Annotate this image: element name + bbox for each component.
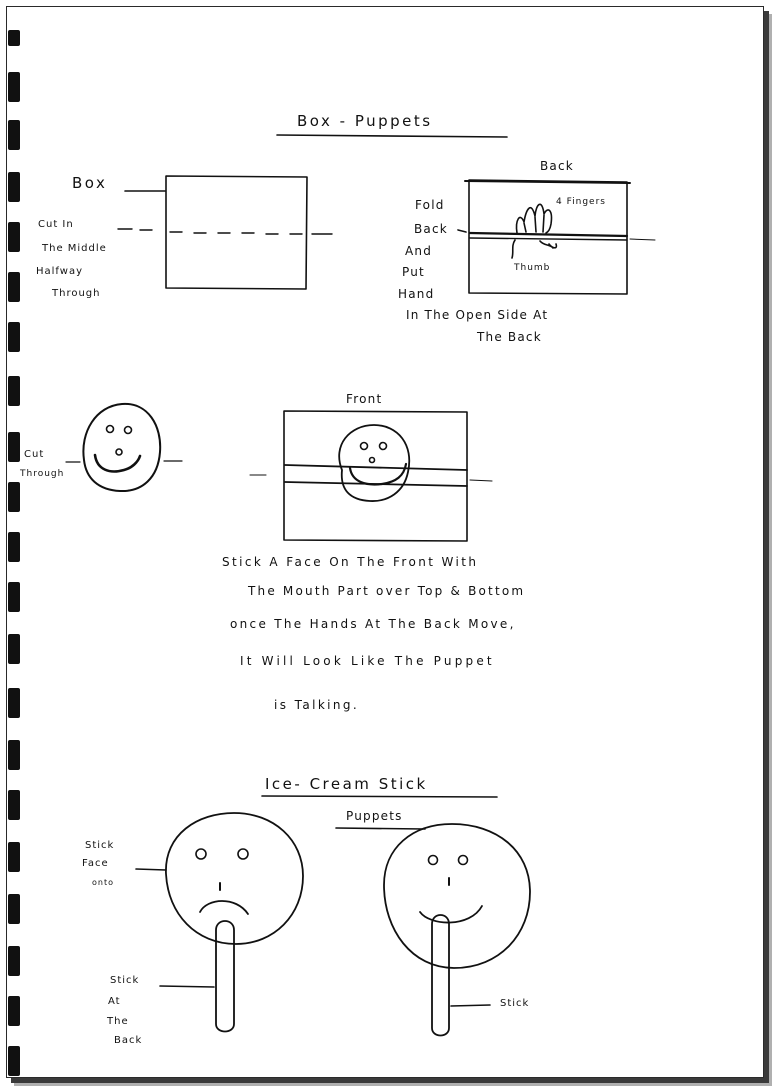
cut-text-line: Through [52,288,101,299]
page-title: Box - Puppets [297,112,433,130]
open-side-text-line: The Back [477,330,542,344]
stick-face-text-line: onto [92,878,114,887]
stick-label: Stick [500,998,530,1009]
binding-hole [8,322,20,352]
cut-face-diagram [66,404,182,491]
sad-face-stick-puppet [136,813,303,1032]
binding-hole [8,376,20,406]
cut-text-line: The Middle [42,243,107,254]
front-label: Front [346,392,383,406]
binding-hole [8,634,20,664]
binding-hole [8,894,20,924]
fingers-label: 4 Fingers [556,197,606,207]
fingers-sketch [517,204,552,233]
stick-back-text-line: Stick [110,975,140,986]
cut-text-line: Cut In [38,219,74,230]
binding-hole [8,482,20,512]
back-label: Back [540,159,574,173]
binding-hole [8,432,20,462]
binding-hole [8,30,20,46]
fold-text-line: Hand [398,287,435,301]
binding-hole [8,172,20,202]
cut-text-line: Halfway [36,266,83,277]
title-underline [277,135,507,137]
stick-back-text-line: The [107,1016,129,1027]
binding-hole [8,946,20,976]
thumb-sketch [512,240,556,258]
ice-cream-title: Ice- Cream Stick [265,775,428,793]
binding-hole [8,272,20,302]
fold-text-line: Fold [415,198,445,212]
instruction-line: It Will Look Like The Puppet [240,654,495,668]
box-diagram [118,176,332,289]
stick-back-text-line: At [108,996,121,1007]
instruction-line: is Talking. [274,698,360,712]
binding-hole [8,1046,20,1076]
ice-cream-title-underline [262,796,497,797]
stick-back-text-line: Back [114,1035,143,1046]
happy-face-stick-puppet [384,824,530,1036]
fold-text-line: Put [402,265,425,279]
cut-through-text-line: Cut [24,449,45,460]
binding-hole [8,996,20,1026]
stick-face-text-line: Face [82,858,109,869]
front-box-diagram [250,411,492,541]
open-side-text-line: In The Open Side At [406,308,549,322]
binding-hole [8,842,20,872]
instruction-line: once The Hands At The Back Move, [230,617,516,631]
cut-through-text-line: Through [20,469,65,479]
instruction-line: Stick A Face On The Front With [222,555,479,569]
stick-face-text-line: Stick [85,840,115,851]
binding-hole [8,582,20,612]
binding-hole [8,222,20,252]
puppets-underline [336,828,425,829]
fold-text-line: Back [414,222,448,236]
fold-text-line: And [405,244,433,258]
thumb-label: Thumb [514,263,551,273]
ice-cream-subtitle: Puppets [346,809,403,823]
binding-hole [8,120,20,150]
binding-hole [8,532,20,562]
binding-hole [8,740,20,770]
box-label: Box [72,174,108,192]
binding-hole [8,72,20,102]
back-box-diagram [458,180,655,294]
instruction-line: The Mouth Part over Top & Bottom [248,584,526,598]
binding-hole [8,790,20,820]
binding-hole [8,688,20,718]
